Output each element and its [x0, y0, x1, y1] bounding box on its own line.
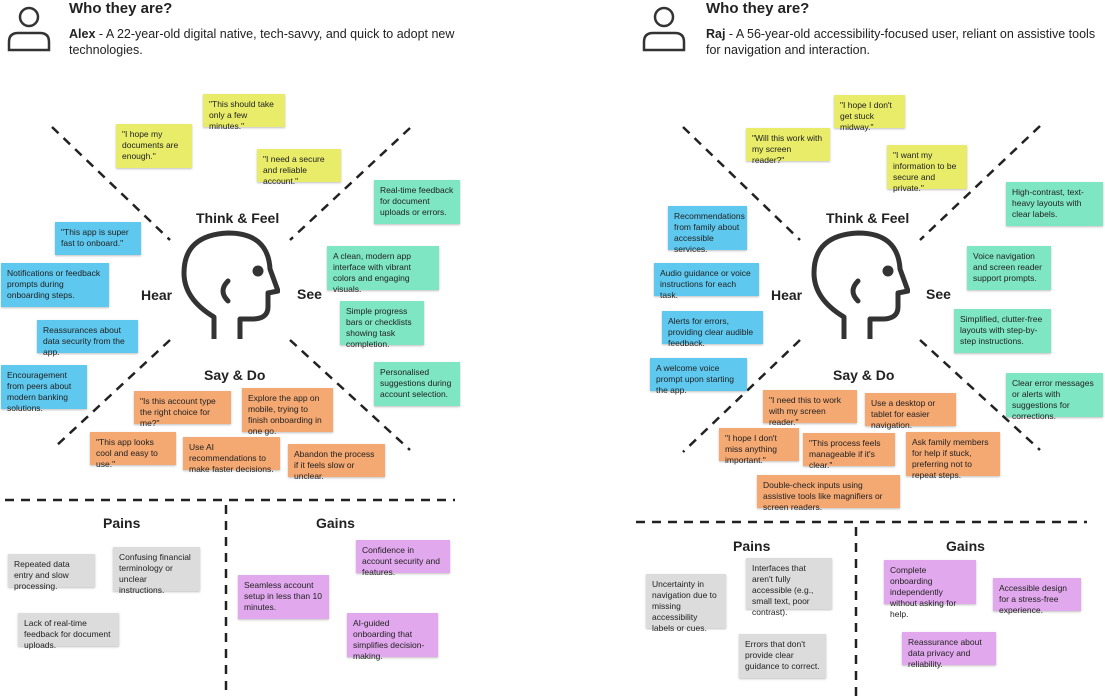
hear-note: Encouragement from peers about modern ba… — [1, 365, 87, 413]
think-note: "I hope I don't get stuck midway." — [834, 95, 905, 132]
see-note: High-contrast, text-heavy layouts with c… — [1006, 182, 1103, 226]
gain-note: AI-guided onboarding that simplifies dec… — [347, 613, 438, 661]
pain-note: Repeated data entry and slow processing. — [8, 554, 95, 591]
persona-name: Alex — [69, 27, 96, 41]
right-diag-tl — [682, 126, 801, 241]
say-do-label: Say & Do — [204, 367, 266, 383]
person-icon — [7, 6, 51, 52]
say-note: "This process feels manageable if it's c… — [803, 433, 895, 470]
see-note: A clean, modern app interface with vibra… — [327, 246, 439, 294]
hear-note: Audio guidance or voice instructions for… — [654, 263, 759, 300]
pain-note: Uncertainty in navigation due to missing… — [646, 574, 726, 633]
say-note: Use AI recommendations to make faster de… — [183, 437, 280, 474]
think-note: "This should take only a few minutes." — [203, 94, 285, 131]
say-note: "I need this to work with my screen read… — [763, 390, 857, 427]
say-note: "This app looks cool and easy to use." — [90, 432, 176, 469]
think-note: "I want my information to be secure and … — [887, 145, 967, 193]
gains-title: Gains — [946, 538, 985, 554]
hear-note: A welcome voice prompt upon starting the… — [650, 358, 747, 395]
see-note: Simplified, clutter-free layouts with st… — [954, 309, 1051, 353]
hear-label: Hear — [141, 287, 173, 303]
right-diag-tr — [919, 125, 1041, 241]
see-note: Personalised suggestions during account … — [374, 362, 460, 406]
see-note: Clear error messages or alerts with sugg… — [1006, 373, 1103, 421]
think-note: "Will this work with my screen reader?" — [746, 128, 830, 165]
gain-note: Reassurance about data privacy and relia… — [902, 632, 996, 669]
persona-desc-text: - A 22-year-old digital native, tech-sav… — [69, 27, 455, 57]
left-diag-br — [289, 339, 411, 451]
say-note: "I hope I don't miss anything important.… — [719, 428, 799, 465]
hear-note: Notifications or feedback prompts during… — [1, 263, 109, 307]
left-diag-tr — [289, 127, 411, 241]
gain-note: Accessible design for a stress-free expe… — [993, 578, 1081, 615]
say-note: Use a desktop or tablet for easier navig… — [865, 393, 956, 430]
hear-note: Reassurances about data security from th… — [37, 320, 138, 357]
gain-note: Confidence in account security and featu… — [356, 540, 450, 577]
right-diag-br — [919, 339, 1041, 451]
pains-title: Pains — [103, 515, 141, 531]
persona-desc-text: - A 56-year-old accessibility-focused us… — [706, 27, 1096, 57]
right-diag-bl — [682, 339, 801, 453]
hear-note: Recommendations from family about access… — [668, 206, 747, 254]
pain-note: Interfaces that aren't fully accessible … — [746, 558, 832, 617]
think-feel-label: Think & Feel — [196, 210, 280, 226]
see-note: Voice navigation and screen reader suppo… — [967, 246, 1051, 290]
say-note: Ask family members for help if stuck, pr… — [906, 432, 1000, 480]
hear-note: Alerts for errors, providing clear audib… — [662, 311, 763, 348]
left-diag-bl — [54, 339, 171, 448]
see-label: See — [297, 286, 322, 302]
think-note: "I hope my documents are enough." — [116, 124, 192, 168]
see-note: Real-time feedback for document uploads … — [374, 180, 460, 224]
pain-note: Errors that don't provide clear guidance… — [739, 634, 826, 678]
hear-note: "This app is super fast to onboard." — [55, 222, 141, 255]
pain-note: Lack of real-time feedback for document … — [18, 613, 119, 650]
say-do-label: Say & Do — [833, 367, 895, 383]
say-note: Abandon the process if it feels slow or … — [288, 444, 385, 481]
persona-name: Raj — [706, 27, 726, 41]
hear-label: Hear — [771, 287, 803, 303]
pain-note: Confusing financial terminology or uncle… — [113, 547, 200, 595]
say-note: Explore the app on mobile, trying to fin… — [242, 388, 333, 436]
who-they-are-title: Who they are? — [706, 0, 810, 17]
persona-description: Alex - A 22-year-old digital native, tec… — [69, 26, 459, 58]
say-note: "Is this account type the right choice f… — [134, 391, 231, 428]
see-note: Simple progress bars or checklists showi… — [340, 301, 424, 349]
who-they-are-title: Who they are? — [69, 0, 173, 17]
say-note: Double-check inputs using assistive tool… — [757, 475, 900, 512]
head-icon — [181, 230, 280, 339]
left-diag-tl — [51, 126, 171, 241]
gain-note: Complete onboarding independently withou… — [884, 560, 976, 619]
persona-description: Raj - A 56-year-old accessibility-focuse… — [706, 26, 1101, 58]
person-icon — [642, 6, 686, 52]
think-note: "I need a secure and reliable account." — [257, 149, 341, 186]
gain-note: Seamless account setup in less than 10 m… — [238, 575, 329, 619]
pains-title: Pains — [733, 538, 771, 554]
see-label: See — [926, 286, 951, 302]
think-feel-label: Think & Feel — [826, 210, 910, 226]
gains-title: Gains — [316, 515, 355, 531]
head-icon — [811, 230, 910, 339]
